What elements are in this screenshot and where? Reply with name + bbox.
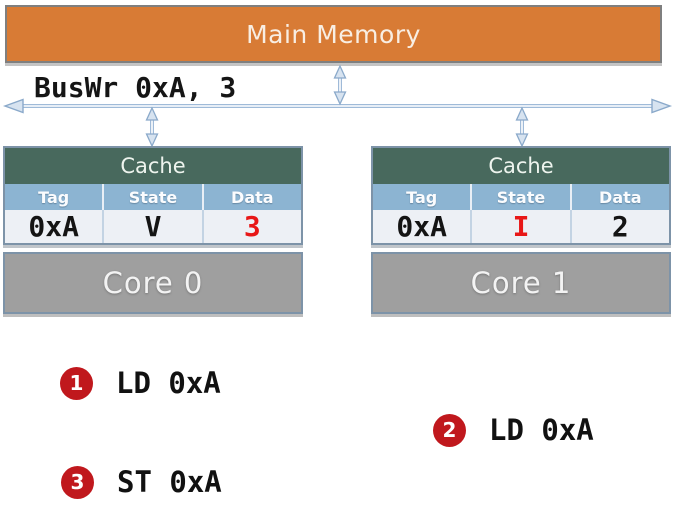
step-3: 3 ST 0xA <box>61 465 222 499</box>
step-1: 1 LD 0xA <box>60 366 221 400</box>
cache1-col-state: State <box>472 184 572 210</box>
cache0-col-data: Data <box>231 187 274 207</box>
step-1-label: LD 0xA <box>116 366 221 400</box>
step-3-badge: 3 <box>61 465 94 499</box>
cache1-col-data: Data <box>599 187 642 207</box>
cache0-row: 0xA V 3 <box>5 210 301 243</box>
core1-box: Core 1 <box>371 252 671 314</box>
cache0-column-headers: Tag State Data <box>5 184 301 210</box>
cache1-column-headers: Tag State Data <box>373 184 669 210</box>
cache1-state-value: I <box>472 210 572 243</box>
cache0-col-state: State <box>104 184 204 210</box>
cache1-bus-arrow <box>515 106 529 148</box>
cache0-data-value: 3 <box>243 210 261 243</box>
cache0-bus-arrow <box>145 106 159 148</box>
cache1-tag-value: 0xA <box>373 210 473 243</box>
cache1-data-value: 2 <box>611 210 629 243</box>
step-2-badge: 2 <box>433 413 466 447</box>
bus-write-label: BusWr 0xA, 3 <box>34 71 237 104</box>
cache1-col-tag: Tag <box>373 184 473 210</box>
cache0-table: Cache Tag State Data 0xA V 3 <box>3 146 303 245</box>
main-memory-box: Main Memory <box>5 5 662 63</box>
cache1-table: Cache Tag State Data 0xA I 2 <box>371 146 671 245</box>
step-2-label: LD 0xA <box>489 413 594 447</box>
step-2: 2 LD 0xA <box>433 413 594 447</box>
step-1-badge: 1 <box>60 366 93 400</box>
cache1-title: Cache <box>373 148 669 184</box>
cache0-tag-value: 0xA <box>5 210 105 243</box>
main-memory-label: Main Memory <box>246 19 421 49</box>
cache0-state-value: V <box>104 210 204 243</box>
step-3-label: ST 0xA <box>117 465 222 499</box>
cache1-row: 0xA I 2 <box>373 210 669 243</box>
cache0-title: Cache <box>5 148 301 184</box>
cache0-col-tag: Tag <box>5 184 105 210</box>
memory-bus-arrow <box>333 64 347 106</box>
core0-box: Core 0 <box>3 252 303 314</box>
